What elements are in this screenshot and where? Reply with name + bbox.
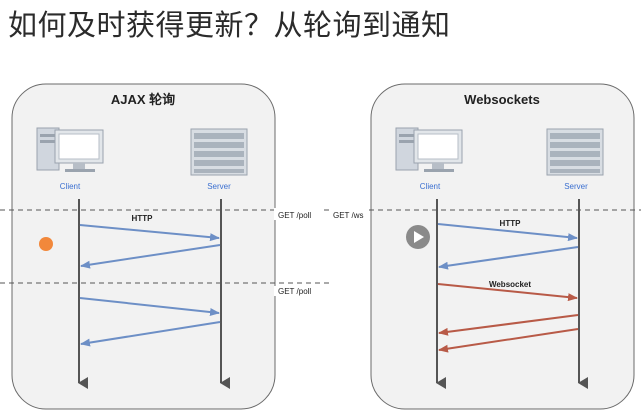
left-response-arrow-2 bbox=[80, 321, 221, 347]
left-get-poll-label-2: GET /poll bbox=[278, 287, 311, 296]
right-handshake-response-arrow bbox=[438, 246, 579, 270]
left-get-poll-label-1: GET /poll bbox=[278, 211, 311, 220]
left-request-arrow-1 bbox=[79, 224, 220, 242]
right-handshake-request-arrow bbox=[437, 223, 578, 242]
server-rack-icon bbox=[546, 128, 604, 176]
right-get-ws-label: GET /ws bbox=[333, 211, 364, 220]
orange-dot-icon bbox=[39, 237, 53, 251]
websocket-frame-arrow-3 bbox=[438, 328, 579, 353]
left-response-arrow-1 bbox=[80, 244, 221, 269]
page-title: 如何及时获得更新？从轮询到通知 bbox=[8, 8, 451, 42]
ajax-polling-panel: AJAX 轮询 Client Server HTTP bbox=[11, 83, 276, 410]
left-http-label: HTTP bbox=[132, 214, 154, 223]
right-panel-title: Websockets bbox=[464, 92, 540, 107]
right-http-label: HTTP bbox=[500, 219, 522, 228]
right-websocket-label: Websocket bbox=[489, 280, 531, 289]
websockets-panel: Websockets Client Server HTTP Websocket bbox=[370, 83, 635, 410]
left-client-label: Client bbox=[60, 182, 81, 191]
server-rack-icon bbox=[190, 128, 248, 176]
right-client-label: Client bbox=[420, 182, 441, 191]
play-button-icon[interactable] bbox=[406, 225, 430, 249]
websocket-frame-arrow-1 bbox=[437, 283, 578, 302]
left-server-label: Server bbox=[207, 182, 231, 191]
websocket-frame-arrow-2 bbox=[438, 314, 579, 336]
left-panel-title: AJAX 轮询 bbox=[111, 92, 175, 107]
left-request-arrow-2 bbox=[79, 297, 220, 317]
right-server-label: Server bbox=[564, 182, 588, 191]
